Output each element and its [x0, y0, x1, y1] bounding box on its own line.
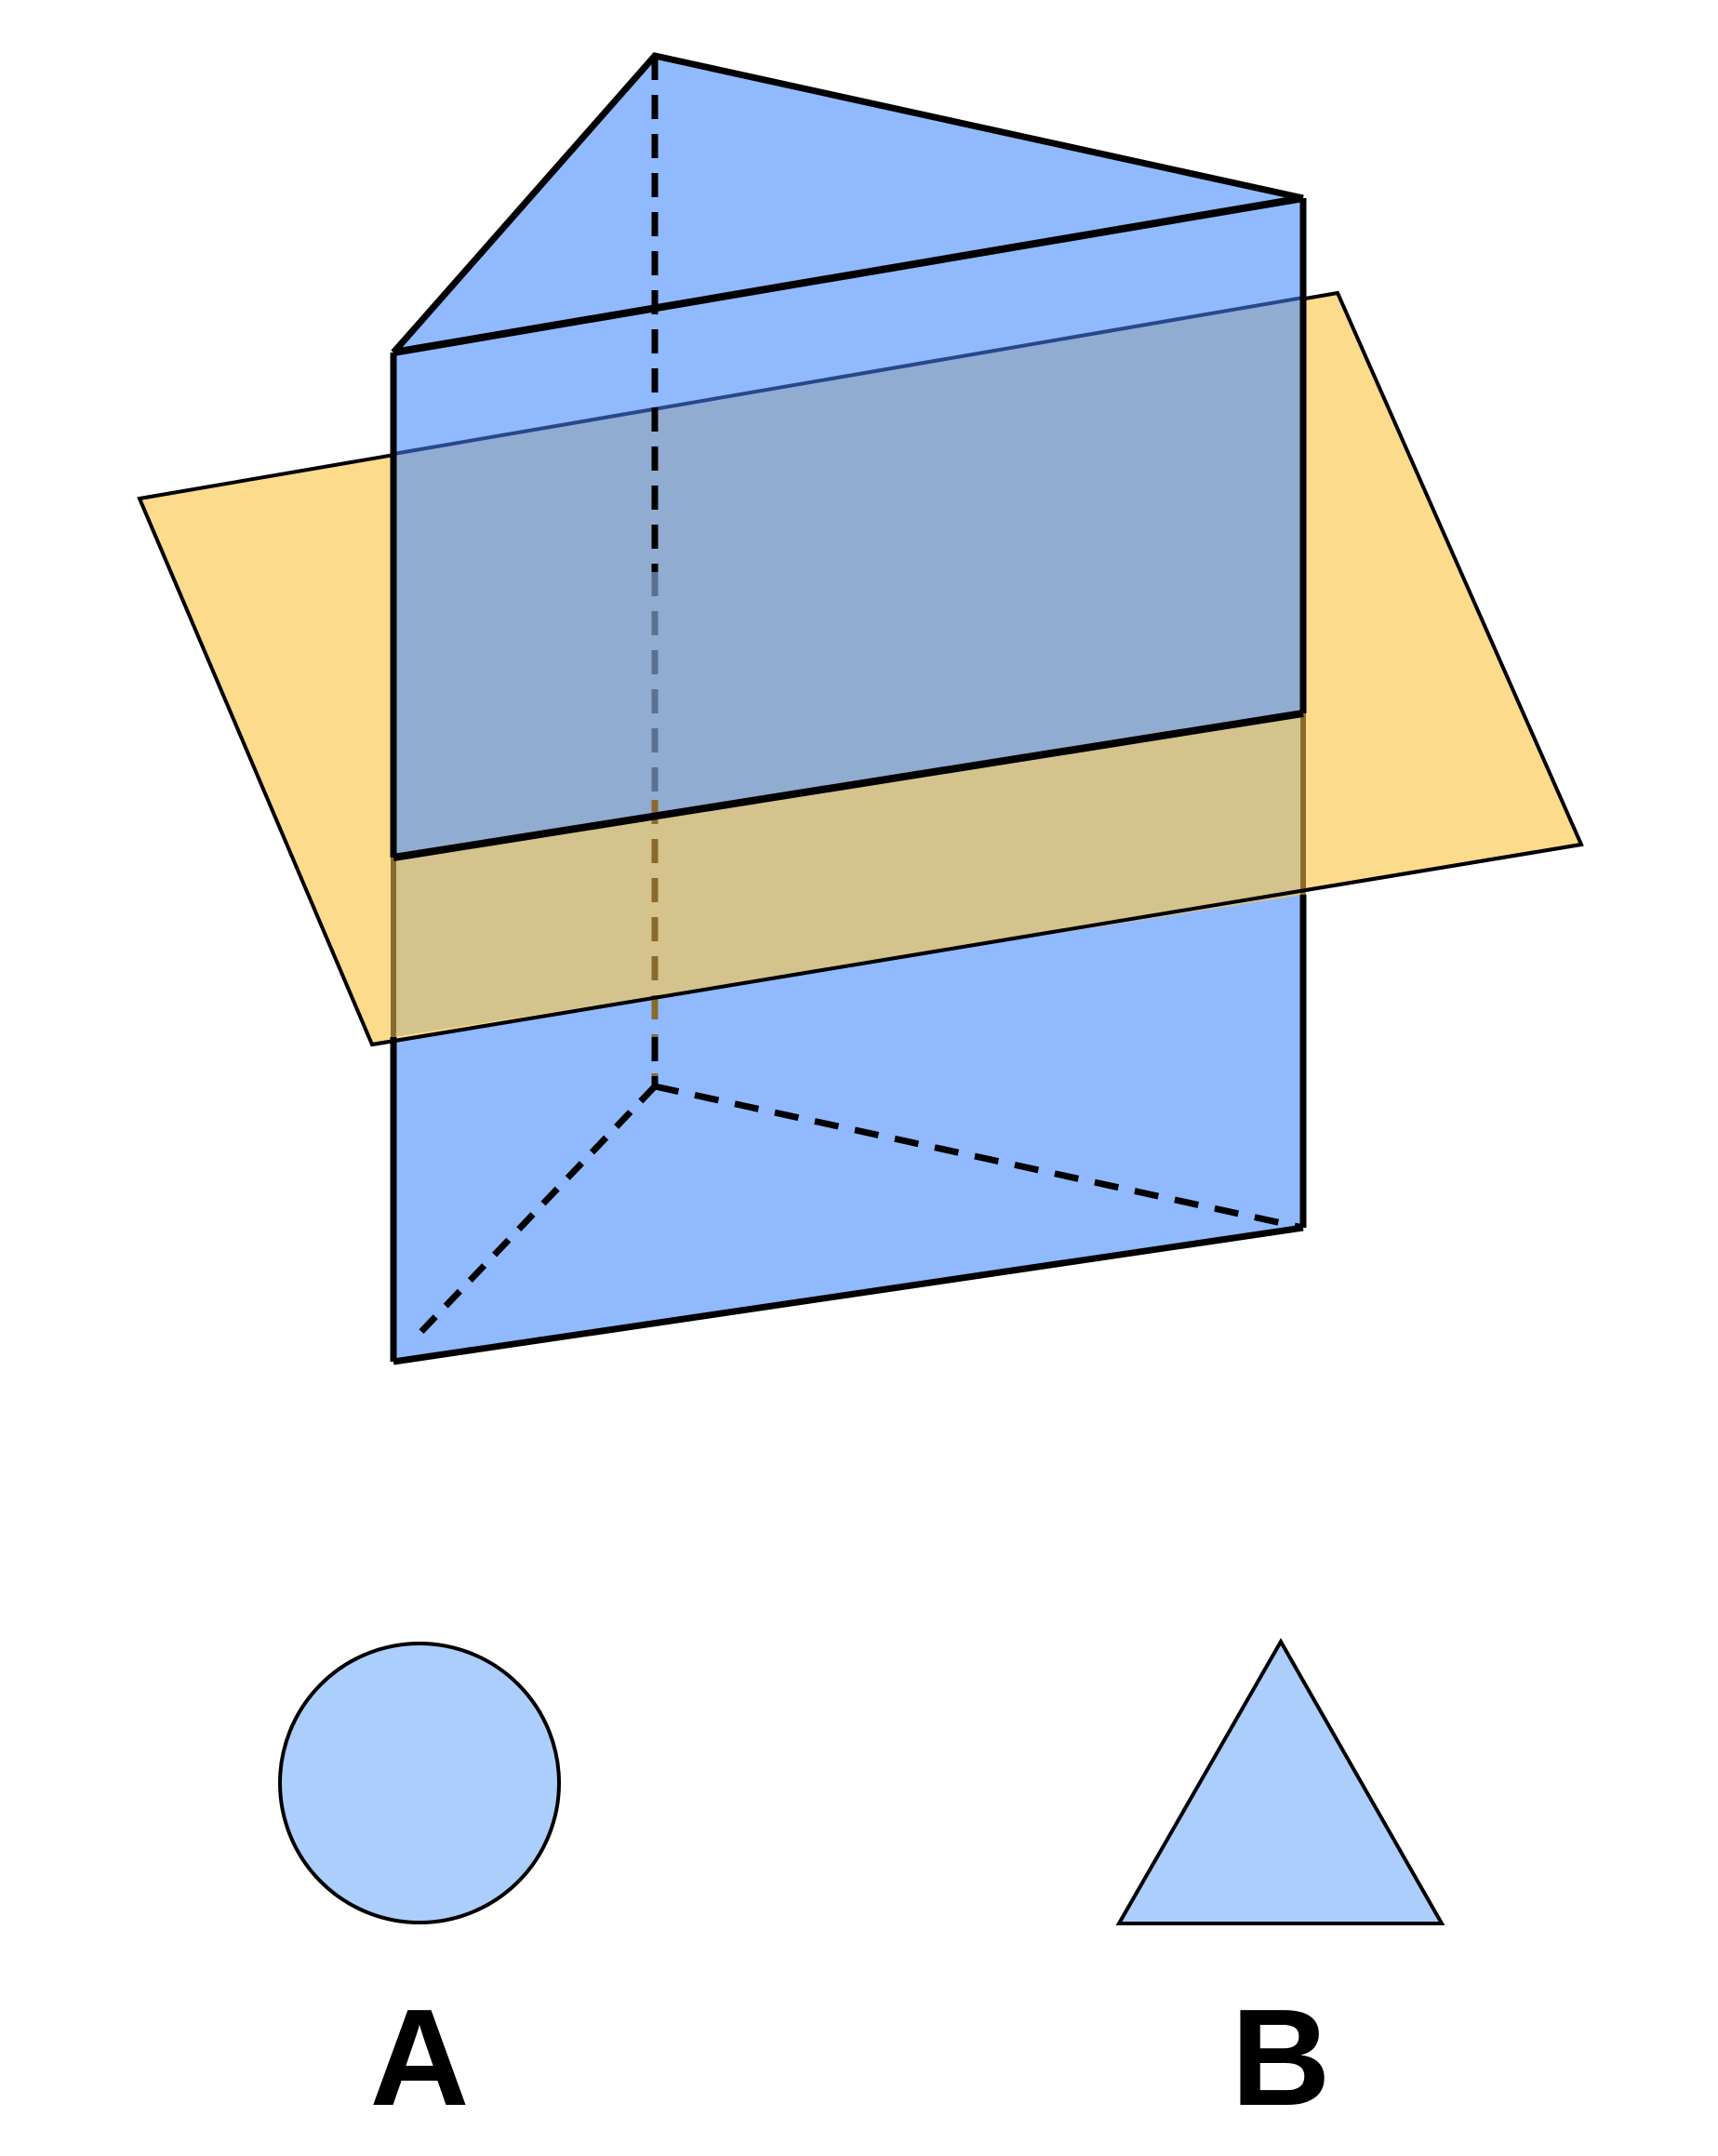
option-b-label: B: [1232, 1981, 1331, 2135]
prism-bottom-front-edge: [393, 1224, 1304, 1365]
prism-top-outline: [391, 52, 1304, 355]
hidden-bottom-edge-right: [654, 1083, 1304, 1231]
prism-top-face: [393, 56, 1303, 353]
hidden-bottom-edge-left: [411, 1084, 658, 1342]
option-a-circle[interactable]: [278, 1642, 561, 1924]
plane-hidden-edge: [393, 296, 1304, 456]
plane-lower-edge: [371, 843, 1582, 1046]
prism-top-front-edge: [393, 194, 1304, 356]
option-b-triangle[interactable]: [1115, 1637, 1445, 1925]
plane-overlap-lower: [393, 713, 1303, 1037]
plane-overlap-upper: [393, 298, 1303, 858]
section-front-edge: [393, 710, 1304, 861]
option-a-label: A: [370, 1981, 470, 2135]
